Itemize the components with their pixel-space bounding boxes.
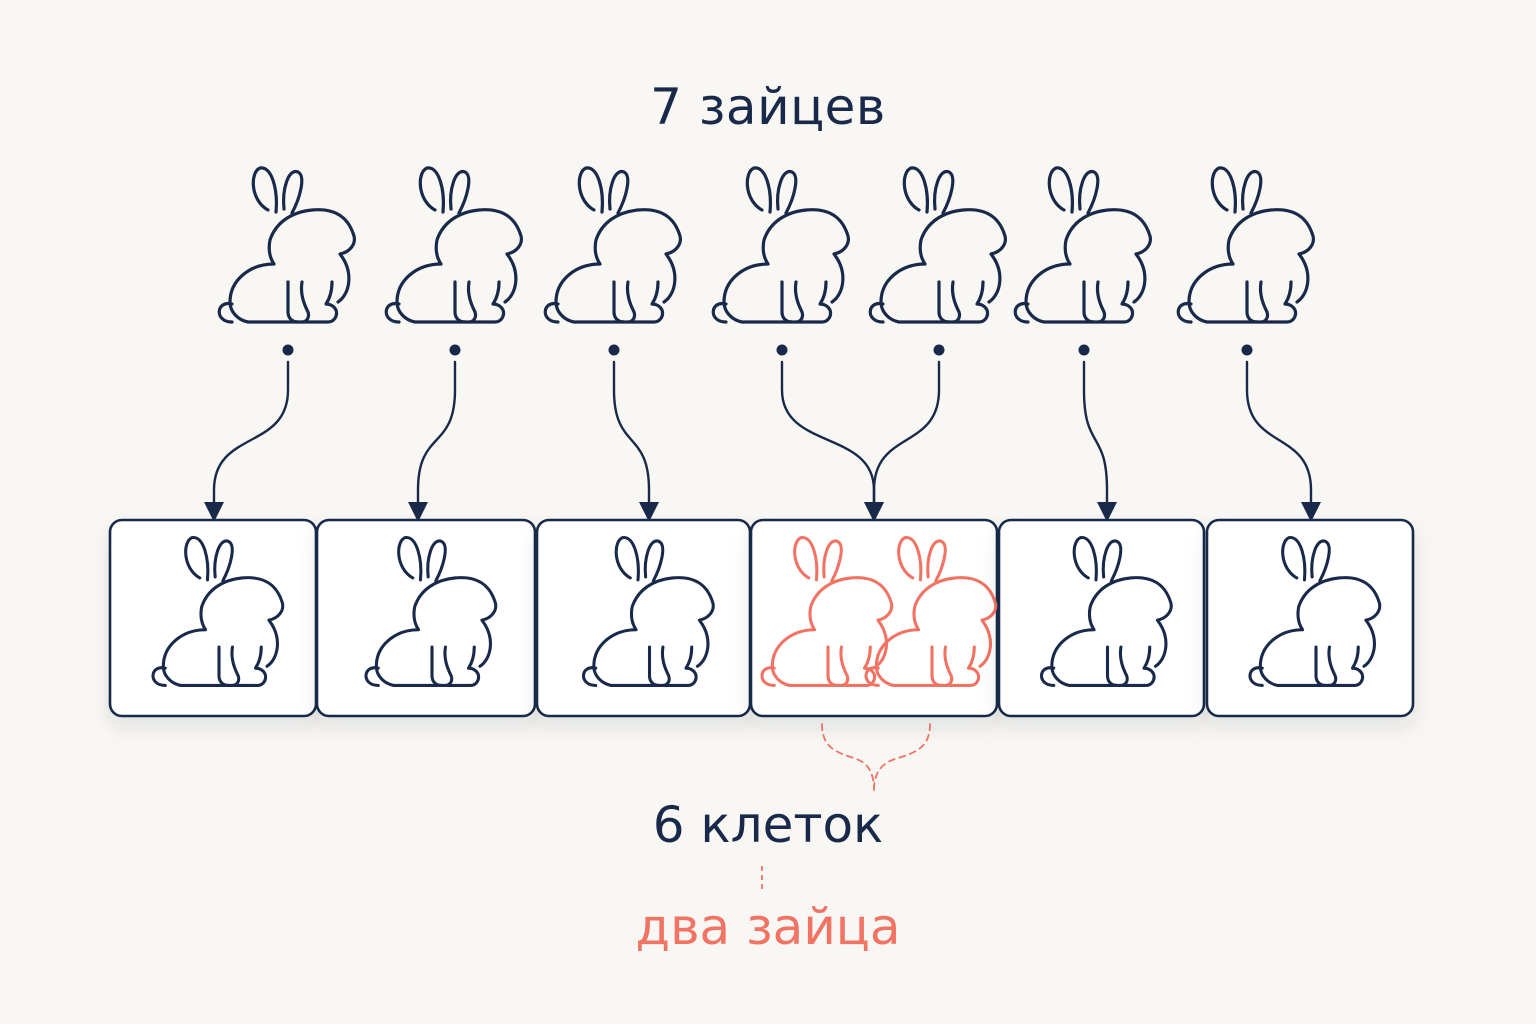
assignment-arrow [408, 360, 457, 522]
rabbit-icon [711, 166, 850, 324]
rabbit-icon [543, 166, 682, 324]
rabbits-layer [217, 166, 1315, 324]
rabbit-source-dot [608, 344, 620, 356]
assignment-arrow [1082, 360, 1117, 522]
assignment-arrow [612, 360, 659, 522]
rabbit-icon [384, 166, 523, 324]
rabbit-source-dot [1078, 344, 1090, 356]
rabbit-icon [1176, 166, 1315, 324]
rabbit-source-dot [1241, 344, 1253, 356]
bracket-layer [761, 723, 931, 892]
pair-label: два зайца [635, 898, 901, 956]
cages-label: 6 клеток [652, 796, 884, 854]
assignment-arrow [204, 360, 290, 522]
pair-bracket [821, 723, 931, 791]
rabbit-icon [868, 166, 1007, 324]
diagram-title: 7 зайцев [650, 78, 886, 136]
rabbit-source-dot [776, 344, 788, 356]
arrows-layer [204, 344, 1321, 522]
cages-layer [108, 518, 1415, 718]
assignment-arrow [864, 360, 941, 522]
assignment-arrow [1245, 360, 1321, 522]
assignment-arrow [780, 360, 884, 522]
rabbit-source-dot [449, 344, 461, 356]
rabbit-icon [217, 166, 356, 324]
rabbit-source-dot [933, 344, 945, 356]
cage-box-highlighted [749, 518, 999, 718]
rabbit-icon [1013, 166, 1152, 324]
rabbit-source-dot [282, 344, 294, 356]
